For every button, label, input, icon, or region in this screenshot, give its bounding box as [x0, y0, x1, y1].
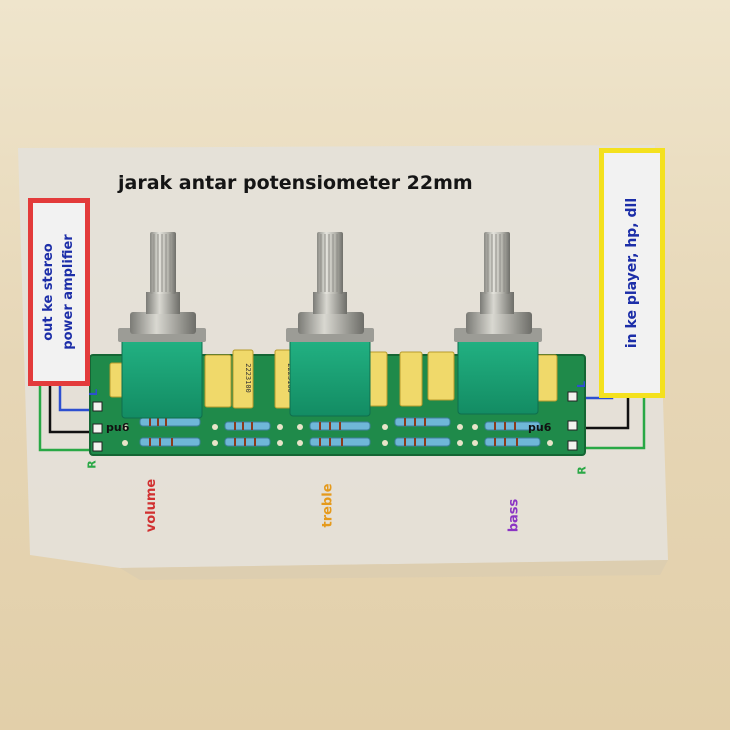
- potentiometer-bass: [454, 232, 542, 415]
- output-label-text: out ke stereo power amplifier: [39, 234, 79, 349]
- resistors: [139, 417, 541, 447]
- left-connector: [92, 401, 103, 452]
- output-label-line1: out ke stereo: [41, 243, 56, 341]
- treble-label: treble: [320, 483, 336, 528]
- right-connector: [567, 391, 578, 451]
- output-label-box: out ke stereo power amplifier: [28, 198, 90, 386]
- right-r-label: R: [575, 466, 589, 475]
- output-label-line2: power amplifier: [61, 234, 76, 350]
- left-l-label: L: [87, 388, 101, 397]
- image-title: jarak antar potensiometer 22mm: [118, 172, 473, 194]
- input-label-box: in ke player, hp, dll: [599, 148, 665, 398]
- capacitor-marking: 2223100: [244, 363, 252, 393]
- pcb-pads: [122, 424, 553, 446]
- left-r-label: R: [85, 460, 99, 469]
- left-ground-label: pu6: [106, 421, 130, 434]
- left-wires: [38, 386, 100, 452]
- potentiometer-treble: [286, 232, 374, 417]
- right-ground-label: pu6: [528, 421, 552, 434]
- volume-label: volume: [144, 478, 160, 533]
- bass-label: bass: [506, 498, 522, 533]
- right-l-label: L: [575, 380, 589, 389]
- potentiometer-volume: [118, 232, 206, 419]
- input-label-text: in ke player, hp, dll: [624, 197, 640, 349]
